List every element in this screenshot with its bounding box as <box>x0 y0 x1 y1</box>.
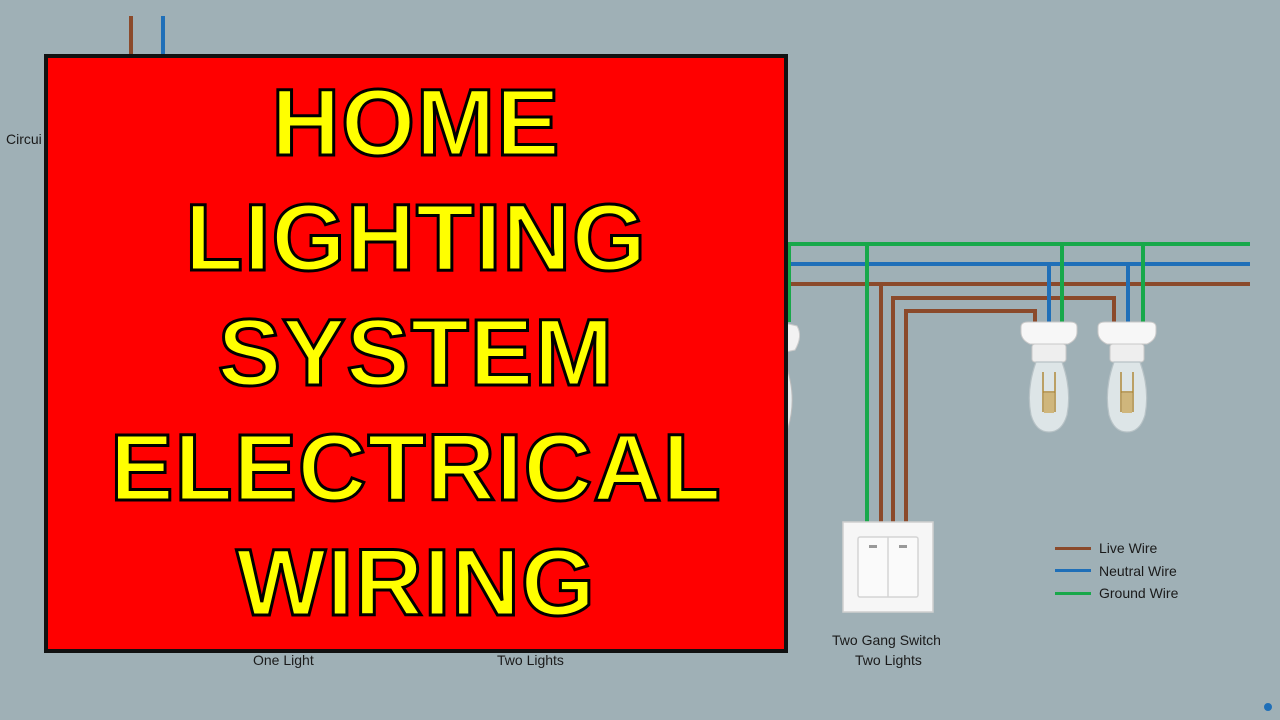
title-line-5: WIRING <box>235 529 597 638</box>
title-line-1: HOME <box>270 69 561 178</box>
legend-label-ground: Ground Wire <box>1099 585 1179 602</box>
legend-label-neutral: Neutral Wire <box>1099 562 1177 579</box>
legend-item-live: Live Wire <box>1055 537 1178 560</box>
legend-swatch-neutral <box>1055 569 1091 573</box>
switch-lamp2-return-wire <box>904 309 1037 524</box>
light-bulb-1-icon <box>1020 321 1078 433</box>
one-light-label: One Light <box>253 652 314 668</box>
title-line-3: SYSTEM <box>216 299 615 408</box>
switch-label-line2: Two Lights <box>855 652 922 668</box>
corner-dot <box>1264 703 1272 711</box>
legend-label-live: Live Wire <box>1099 540 1158 557</box>
legend-item-neutral: Neutral Wire <box>1055 560 1178 583</box>
title-banner: HOME LIGHTING SYSTEM ELECTRICAL WIRING <box>44 54 788 653</box>
wire-legend: Live Wire Neutral Wire Ground Wire <box>1055 537 1178 605</box>
legend-swatch-live <box>1055 546 1091 550</box>
legend-item-ground: Ground Wire <box>1055 582 1178 605</box>
legend-swatch-ground <box>1055 591 1091 595</box>
title-line-2: LIGHTING <box>184 184 648 293</box>
two-lights-label: Two Lights <box>497 652 564 668</box>
switch-label-line1: Two Gang Switch <box>832 632 941 648</box>
circuit-label: Circui <box>6 131 42 147</box>
switch-lamp1-return-wire <box>891 296 1116 524</box>
two-gang-switch-icon <box>842 521 934 613</box>
title-line-4: ELECTRICAL <box>109 414 723 523</box>
light-bulb-2-icon <box>1097 321 1157 433</box>
